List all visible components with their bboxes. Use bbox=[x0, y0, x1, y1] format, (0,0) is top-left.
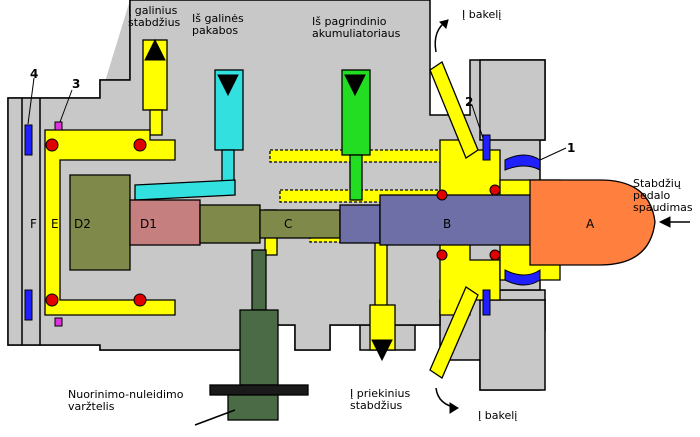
label-pedal-1: Stabdžių bbox=[633, 177, 681, 190]
label-bleed-screw-1: Nuorinimo-nuleidimo bbox=[68, 388, 184, 401]
label-rear-brakes-1: Į galinius bbox=[128, 4, 178, 17]
seals bbox=[24, 121, 541, 327]
label-from-rear-suspension-2: pakabos bbox=[192, 24, 238, 37]
bleed-screw bbox=[209, 249, 309, 421]
part-label-d2: D2 bbox=[74, 217, 91, 231]
callout-3: 3 bbox=[72, 77, 80, 91]
label-to-tank-top: Į bakelį bbox=[462, 8, 501, 21]
part-label-f: F bbox=[30, 217, 37, 231]
pedal-plunger bbox=[529, 179, 656, 266]
leader-lines bbox=[27, 77, 567, 161]
label-pedal-2: pedalo bbox=[633, 189, 671, 202]
part-label-a: A bbox=[586, 217, 595, 231]
label-from-main-accumulator-1: Iš pagrindinio bbox=[312, 15, 387, 28]
label-from-main-accumulator-2: akumuliatoriaus bbox=[312, 27, 401, 40]
label-from-rear-suspension-1: Iš galinės bbox=[192, 12, 244, 25]
label-bleed-screw-2: varžtelis bbox=[68, 400, 115, 413]
tank-return-arms bbox=[429, 61, 479, 379]
label-front-brakes-1: Į priekinius bbox=[350, 387, 410, 400]
valve-housing bbox=[7, 0, 546, 391]
callout-1: 1 bbox=[567, 141, 575, 155]
callout-2: 2 bbox=[465, 95, 473, 109]
label-front-brakes-2: stabdžius bbox=[350, 399, 403, 412]
part-label-d1: D1 bbox=[140, 217, 157, 231]
label-pedal-3: spaudimas bbox=[633, 201, 693, 214]
part-label-e: E bbox=[51, 217, 59, 231]
part-label-b: B bbox=[443, 217, 451, 231]
label-to-tank-bottom: Į bakelį bbox=[478, 409, 517, 422]
piston-assembly bbox=[69, 174, 581, 271]
flow-arrows bbox=[144, 19, 690, 426]
part-label-c: C bbox=[284, 217, 292, 231]
callout-4: 4 bbox=[30, 67, 38, 81]
label-rear-brakes-2: stabdžius bbox=[128, 16, 181, 29]
